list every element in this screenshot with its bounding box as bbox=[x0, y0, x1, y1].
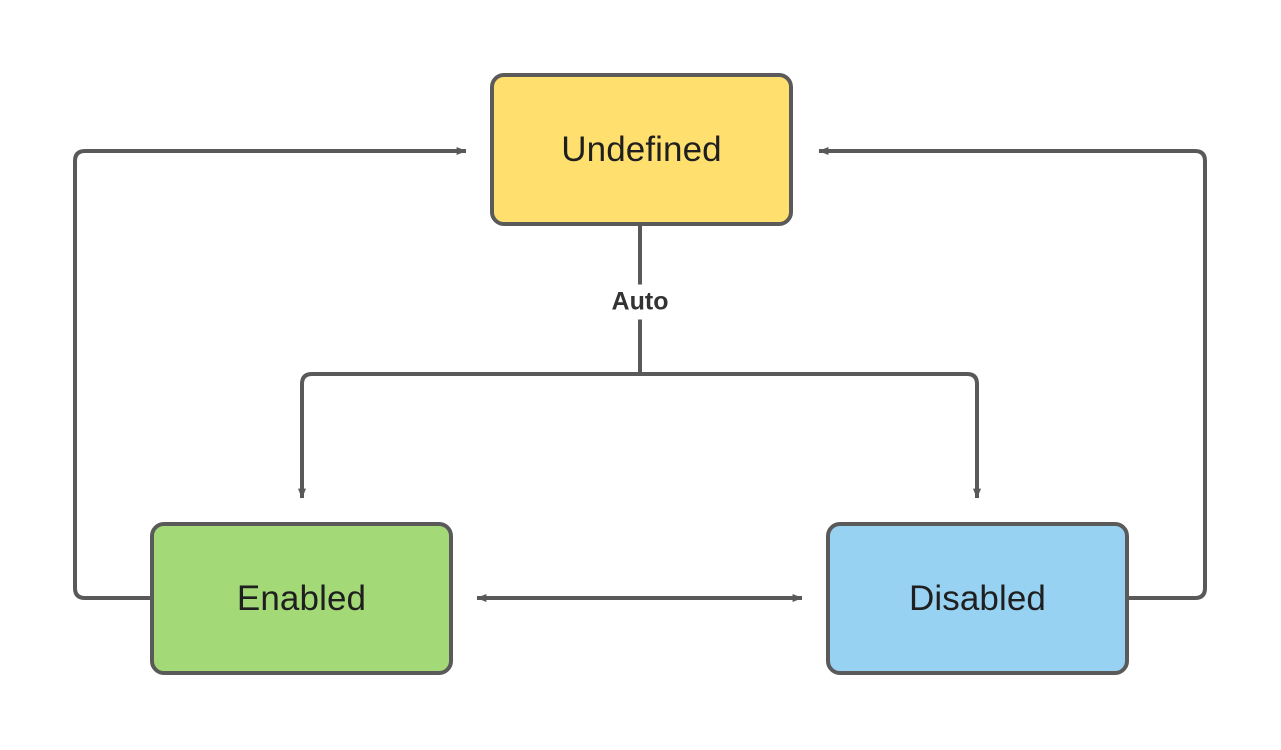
state-node-enabled-label: Enabled bbox=[236, 579, 367, 618]
edge-enabled-to-undefined bbox=[73, 147, 467, 600]
state-node-undefined[interactable]: Undefined bbox=[490, 73, 793, 226]
state-node-enabled[interactable]: Enabled bbox=[150, 522, 453, 675]
edge-disabled-to-undefined bbox=[818, 147, 1207, 600]
edge-undefined-to-enabled bbox=[298, 372, 640, 499]
edge-label-auto: Auto bbox=[603, 284, 677, 320]
state-node-disabled-label: Disabled bbox=[909, 579, 1046, 618]
state-node-disabled[interactable]: Disabled bbox=[826, 522, 1129, 675]
edge-undefined-to-disabled bbox=[640, 372, 981, 499]
state-node-undefined-label: Undefined bbox=[561, 130, 722, 169]
